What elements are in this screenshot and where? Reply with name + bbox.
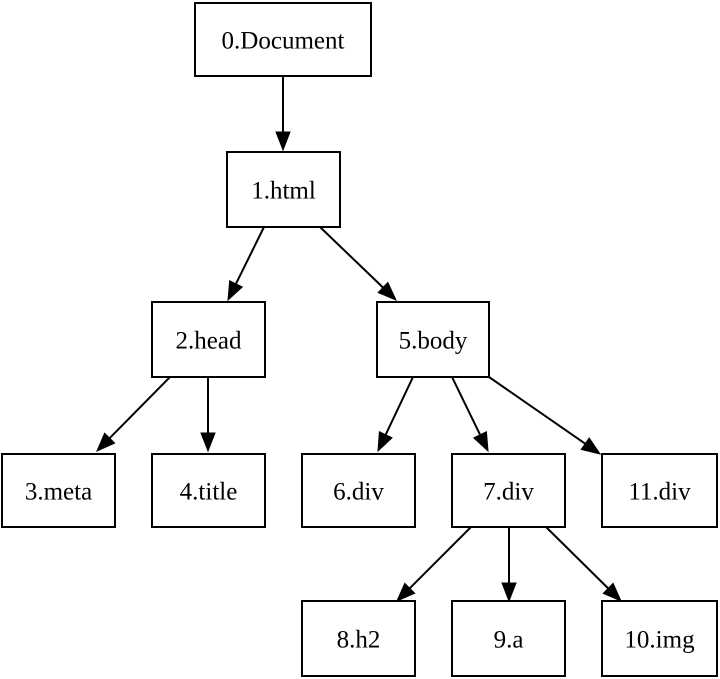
- node-box: [451, 600, 566, 677]
- edge-line: [384, 376, 414, 436]
- node-box: [601, 600, 718, 677]
- edge-n1-n2: [227, 226, 265, 302]
- tree-node: 8.h2: [301, 600, 416, 677]
- tree-node: 5.body: [376, 301, 490, 378]
- edge-n7-n10: [545, 526, 622, 602]
- node-label: 7.div: [483, 479, 534, 506]
- edge-line: [451, 376, 482, 436]
- node-label: 8.h2: [337, 627, 381, 654]
- arrowhead-icon: [501, 582, 517, 603]
- arrowhead-icon: [377, 281, 397, 301]
- node-box: [194, 2, 372, 77]
- node-label: 1.html: [251, 178, 316, 205]
- arrowhead-icon: [200, 432, 216, 453]
- node-box: [301, 600, 416, 677]
- node-box: [451, 453, 566, 528]
- node-box: [376, 301, 490, 378]
- tree-node: 4.title: [151, 453, 266, 528]
- node-label: 5.body: [399, 328, 468, 355]
- tree-node: 11.div: [601, 453, 718, 528]
- node-label: 6.div: [333, 479, 384, 506]
- edge-line: [319, 226, 384, 289]
- edge-n5-n7: [451, 376, 489, 453]
- node-label: 10.img: [624, 627, 695, 654]
- tree-node: 6.div: [301, 453, 416, 528]
- edge-line: [235, 226, 265, 285]
- tree-node: 2.head: [151, 301, 266, 378]
- arrowhead-icon: [602, 582, 622, 602]
- node-label: 4.title: [180, 479, 238, 506]
- tree-node: 0.Document: [194, 2, 372, 77]
- arrowhead-icon: [580, 437, 602, 455]
- node-label: 0.Document: [222, 28, 345, 55]
- edge-n5-n11: [488, 376, 602, 455]
- tree-node: 10.img: [601, 600, 718, 677]
- node-label: 11.div: [628, 479, 691, 506]
- edge-n7-n8: [396, 526, 472, 602]
- tree-node: 3.meta: [1, 453, 116, 528]
- node-box: [226, 151, 341, 228]
- node-box: [601, 453, 718, 528]
- node-label: 2.head: [176, 328, 242, 355]
- arrowhead-icon: [377, 430, 393, 453]
- edge-line: [108, 376, 171, 439]
- arrowhead-icon: [227, 279, 244, 302]
- edge-n2-n4: [200, 377, 216, 453]
- tree-node: 9.a: [451, 600, 566, 677]
- edge-line: [409, 526, 472, 589]
- edge-n5-n6: [377, 376, 414, 453]
- edge-n7-n9: [501, 527, 517, 603]
- arrowhead-icon: [275, 131, 291, 152]
- node-box: [301, 453, 416, 528]
- edge-line: [545, 526, 609, 590]
- node-box: [151, 453, 266, 528]
- edge-n1-n5: [319, 226, 397, 301]
- node-box: [1, 453, 116, 528]
- node-box: [151, 301, 266, 378]
- node-label: 3.meta: [25, 479, 92, 506]
- arrowhead-icon: [396, 582, 416, 602]
- edges-layer: [96, 76, 622, 603]
- tree-node: 7.div: [451, 453, 566, 528]
- edge-n2-n3: [96, 376, 171, 452]
- edge-line: [488, 376, 586, 445]
- tree-node: 1.html: [226, 151, 341, 228]
- node-label: 9.a: [494, 627, 524, 654]
- arrowhead-icon: [96, 432, 116, 452]
- edge-n0-n1: [275, 76, 291, 152]
- arrowhead-icon: [472, 430, 489, 453]
